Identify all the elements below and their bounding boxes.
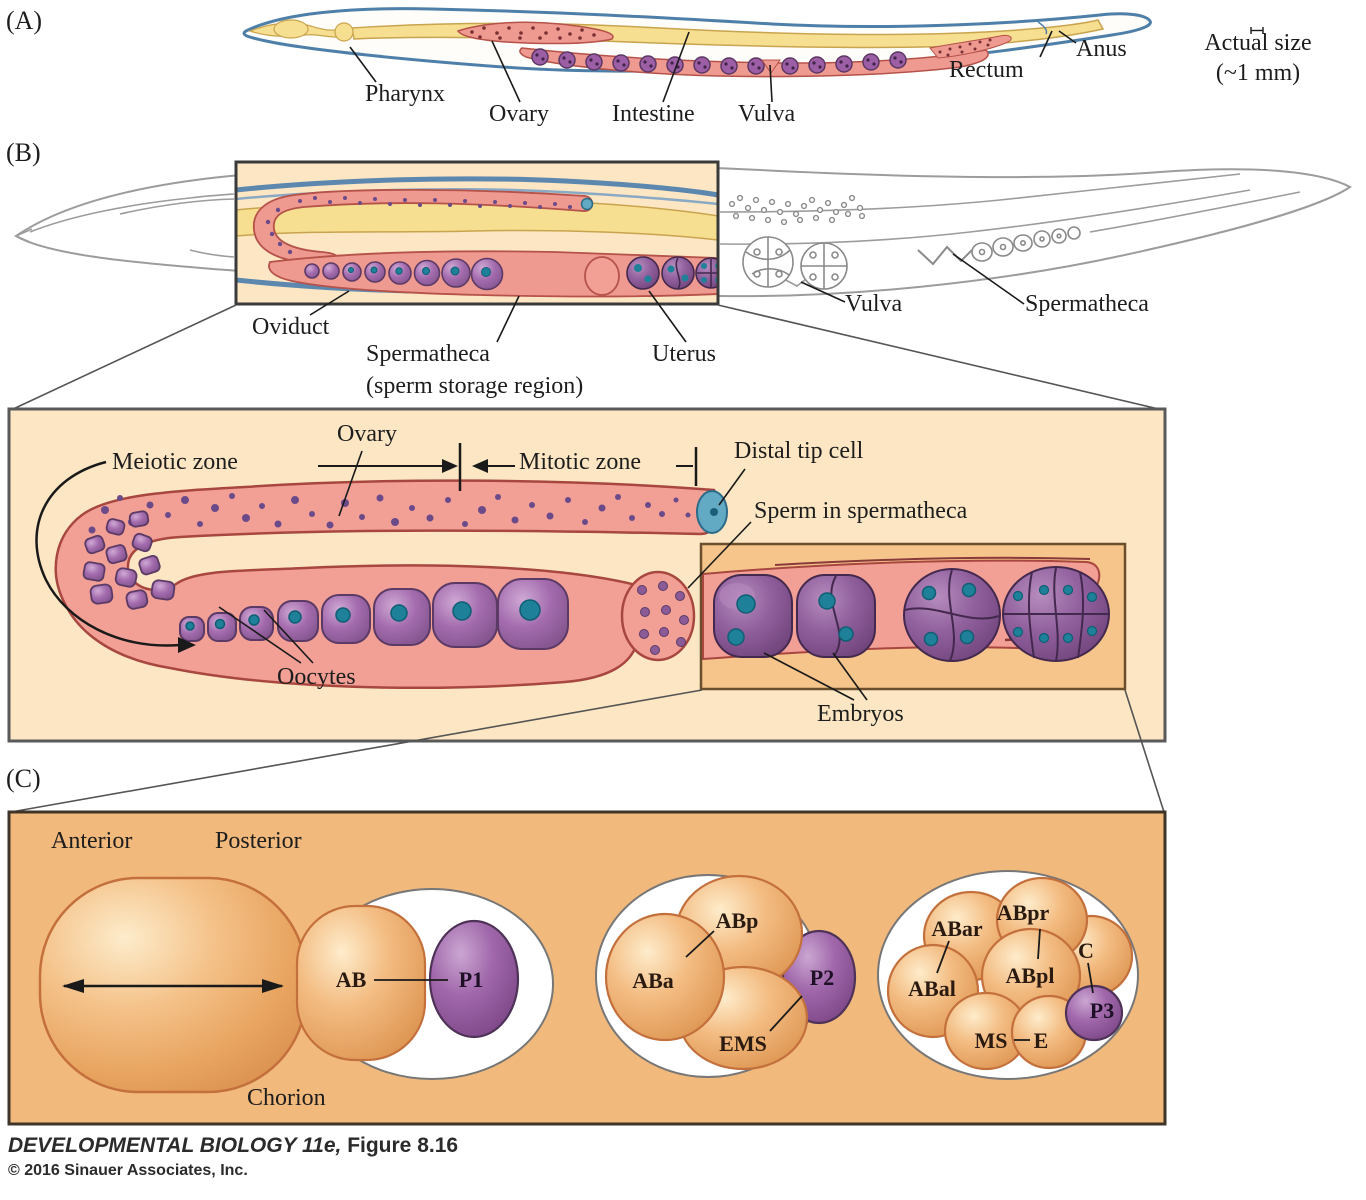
label-cell-p1: P1 xyxy=(458,967,484,992)
label-sperm-in-spermatheca: Sperm in spermatheca xyxy=(754,498,968,524)
label-uterus: Uterus xyxy=(652,341,716,367)
embryo-8cell xyxy=(1002,566,1110,662)
label-cell-e: E xyxy=(1033,1028,1049,1053)
figure-number: Figure 8.16 xyxy=(341,1134,459,1157)
label-vulva-b: Vulva xyxy=(845,291,903,317)
label-mitotic-zone: Mitotic zone xyxy=(519,449,641,475)
worm-a-illustration xyxy=(242,7,1264,103)
panel-c-tag: (C) xyxy=(6,764,41,793)
spermatheca-b-shape xyxy=(584,256,620,296)
egg-8cell xyxy=(877,870,1139,1080)
label-cell-c: C xyxy=(1078,938,1094,963)
label-oviduct: Oviduct xyxy=(252,314,330,340)
scale-bar-icon xyxy=(1250,27,1264,34)
label-posterior: Posterior xyxy=(215,828,302,854)
sperm-outline-dots xyxy=(728,194,866,226)
embryo-2cell xyxy=(796,574,876,658)
label-cell-abal: ABal xyxy=(908,976,956,1001)
maturation-arrow xyxy=(35,460,196,653)
label-cell-ab: AB xyxy=(335,967,367,992)
connectors-b-to-zoom xyxy=(10,304,1164,411)
worm-b-illustration xyxy=(10,160,1352,411)
ovary-a-shape xyxy=(456,21,614,45)
label-oocytes: Oocytes xyxy=(277,664,356,690)
label-anterior: Anterior xyxy=(51,828,133,854)
ovary-zoom-illustration xyxy=(7,407,1167,813)
embryo-1cell xyxy=(713,574,793,658)
book-title: DEVELOPMENTAL BIOLOGY 11e, xyxy=(8,1134,342,1157)
embryo-outlines xyxy=(742,236,848,290)
label-cell-abpr: ABpr xyxy=(996,900,1050,925)
label-actual-size-value: (~1 mm) xyxy=(1215,60,1301,86)
label-chorion: Chorion xyxy=(247,1085,326,1111)
label-cell-abpl: ABpl xyxy=(1005,963,1055,988)
connectors-zoom-to-c xyxy=(10,689,1165,813)
panel-b-leaders xyxy=(309,253,1025,343)
label-intestine: Intestine xyxy=(612,101,695,127)
diakinesis-cells xyxy=(82,510,176,610)
label-spermatheca-b-sub: (sperm storage region) xyxy=(366,373,584,399)
label-cell-p3: P3 xyxy=(1089,998,1115,1023)
label-vulva-a: Vulva xyxy=(738,101,796,127)
egg-4cell xyxy=(595,874,857,1078)
label-spermatheca-b-right: Spermatheca xyxy=(1025,291,1149,317)
label-anus: Anus xyxy=(1076,36,1127,62)
label-ovary-a: Ovary xyxy=(489,101,549,127)
vulva-a-shape xyxy=(761,59,781,74)
credit-line: DEVELOPMENTAL BIOLOGY 11e, Figure 8.16 xyxy=(8,1134,458,1158)
panel-a-tag: (A) xyxy=(6,6,43,35)
label-pharynx: Pharynx xyxy=(365,81,445,107)
egg-2cell xyxy=(295,888,554,1080)
sperm-dots xyxy=(637,581,689,655)
zoom-box-b xyxy=(234,160,720,306)
oocyte-outline-chain xyxy=(971,226,1081,262)
panel-a-leaders xyxy=(349,30,1077,103)
egg-1cell xyxy=(38,876,308,1094)
label-spermatheca-b: Spermatheca xyxy=(366,341,490,367)
label-cell-ms: MS xyxy=(974,1028,1008,1053)
label-ovary-zoom: Ovary xyxy=(337,421,397,447)
oocyte-nuclei xyxy=(185,599,541,631)
label-cell-p2: P2 xyxy=(809,965,835,990)
copyright-line: © 2016 Sinauer Associates, Inc. xyxy=(8,1162,248,1179)
embryo-4cell xyxy=(903,568,1001,662)
label-cell-ems: EMS xyxy=(719,1031,767,1056)
label-meiotic-zone: Meiotic zone xyxy=(112,449,238,475)
label-cell-abar: ABar xyxy=(931,916,983,941)
label-distal-tip-cell: Distal tip cell xyxy=(734,438,864,464)
label-cell-aba: ABa xyxy=(632,968,674,993)
zone-annotation xyxy=(318,443,698,491)
box-b-content xyxy=(237,176,717,298)
distal-tip-b xyxy=(580,197,594,211)
spermatheca-outline xyxy=(917,245,973,266)
label-actual-size: Actual size xyxy=(1204,30,1312,56)
zoom-panel-leaders xyxy=(218,450,868,701)
label-cell-abp: ABp xyxy=(715,908,759,933)
label-embryos: Embryos xyxy=(817,701,904,727)
label-rectum: Rectum xyxy=(949,57,1024,83)
embryos-a xyxy=(531,48,907,75)
embryo-stages-illustration xyxy=(7,810,1167,1126)
panel-b-tag: (B) xyxy=(6,138,41,167)
